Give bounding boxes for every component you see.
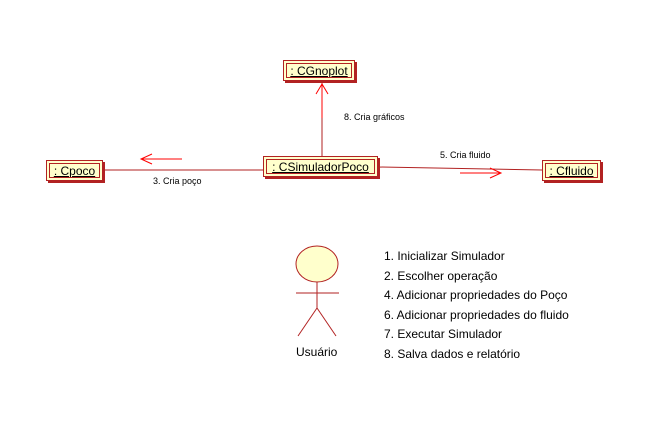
message-fluido: 5. Cria fluido (440, 150, 491, 160)
object-cfluido-label: : Cfluido (549, 163, 594, 178)
object-cgnoplot[interactable]: : CGnoplot (283, 60, 355, 81)
legend-item: 6. Adicionar propriedades do fluido (384, 307, 569, 322)
object-cpoco[interactable]: : Cpoco (46, 160, 103, 181)
object-csimulador[interactable]: : CSimuladorPoco (263, 156, 378, 177)
legend-item: 8. Salva dados e relatório (384, 346, 521, 361)
object-cgnoplot-label: : CGnoplot (290, 63, 348, 78)
actor-icon (295, 245, 339, 337)
arrow-left-poco (139, 153, 182, 165)
legend-item: 1. Inicializar Simulador (384, 249, 505, 263)
legend-item: 2. Escolher operação (384, 268, 498, 283)
message-poco: 3. Cria poço (153, 176, 202, 186)
step-legend: 1. Inicializar Simulador 2. Escolher ope… (384, 247, 569, 365)
message-graficos: 8. Cria gráficos (344, 112, 405, 122)
object-cfluido[interactable]: : Cfluido (542, 160, 601, 181)
legend-item: 4. Adicionar propriedades do Poço (384, 288, 568, 303)
object-csimulador-label: : CSimuladorPoco (272, 159, 369, 174)
link-simulador-fluido (377, 166, 543, 171)
arrow-up-graficos (315, 83, 329, 118)
object-cpoco-label: : Cpoco (53, 163, 96, 178)
arrow-right-fluido (460, 167, 503, 179)
actor-label: Usuário (296, 345, 338, 359)
legend-item: 7. Executar Simulador (384, 327, 503, 342)
